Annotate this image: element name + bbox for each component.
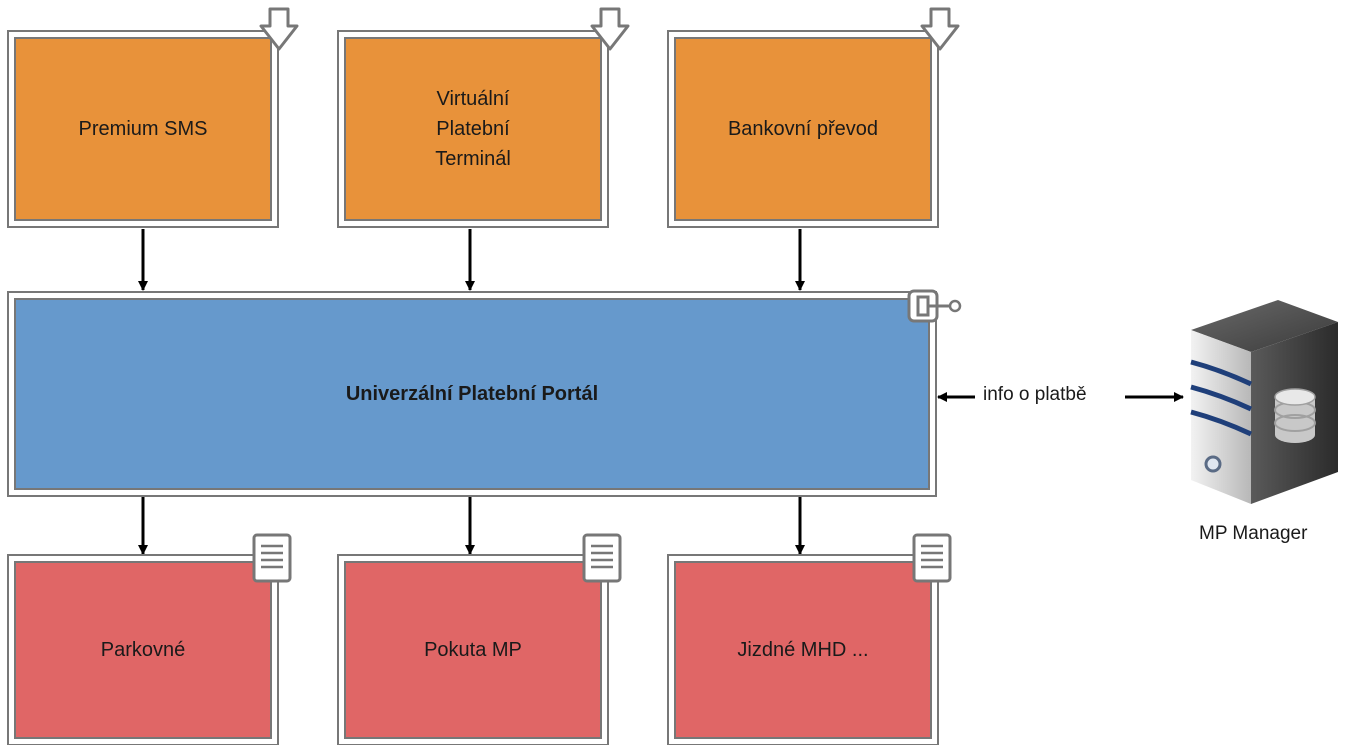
target-label: Jizdné MHD ... [737,639,869,661]
target-box-fare: Jizdné MHD ... [669,556,937,744]
server-icon [1190,300,1338,504]
connection-label: info o platbě [983,384,1087,406]
download-arrow-icon [920,7,960,51]
document-icon [582,533,622,583]
source-label: Premium SMS [79,114,208,144]
source-label: Virtuální Platební Terminál [435,84,511,174]
plug-interface-icon [907,289,962,323]
source-label-line: Platební [436,118,510,140]
download-arrow-icon [259,7,299,51]
source-label-line: Virtuální [436,88,510,110]
source-label-line: Bankovní převod [727,118,879,140]
source-box-bank-transfer: Bankovní převod [669,32,937,226]
server-label: MP Manager [1199,523,1308,545]
target-box-parking: Parkovné [9,556,277,744]
download-arrow-icon [590,7,630,51]
document-icon [252,533,292,583]
target-label: Parkovné [100,639,186,661]
document-icon [912,533,952,583]
source-box-virtual-terminal: Virtuální Platební Terminál [339,32,607,226]
target-label: Pokuta MP [424,639,522,661]
source-box-premium-sms: Premium SMS [9,32,277,226]
portal-label: Univerzální Platební Portál [345,383,599,405]
source-label-line: Terminál [435,148,511,170]
source-label: Bankovní převod [728,114,878,144]
target-box-fine: Pokuta MP [339,556,607,744]
source-label-line: Premium SMS [78,118,208,140]
portal-box: Univerzální Platební Portál [9,293,935,495]
